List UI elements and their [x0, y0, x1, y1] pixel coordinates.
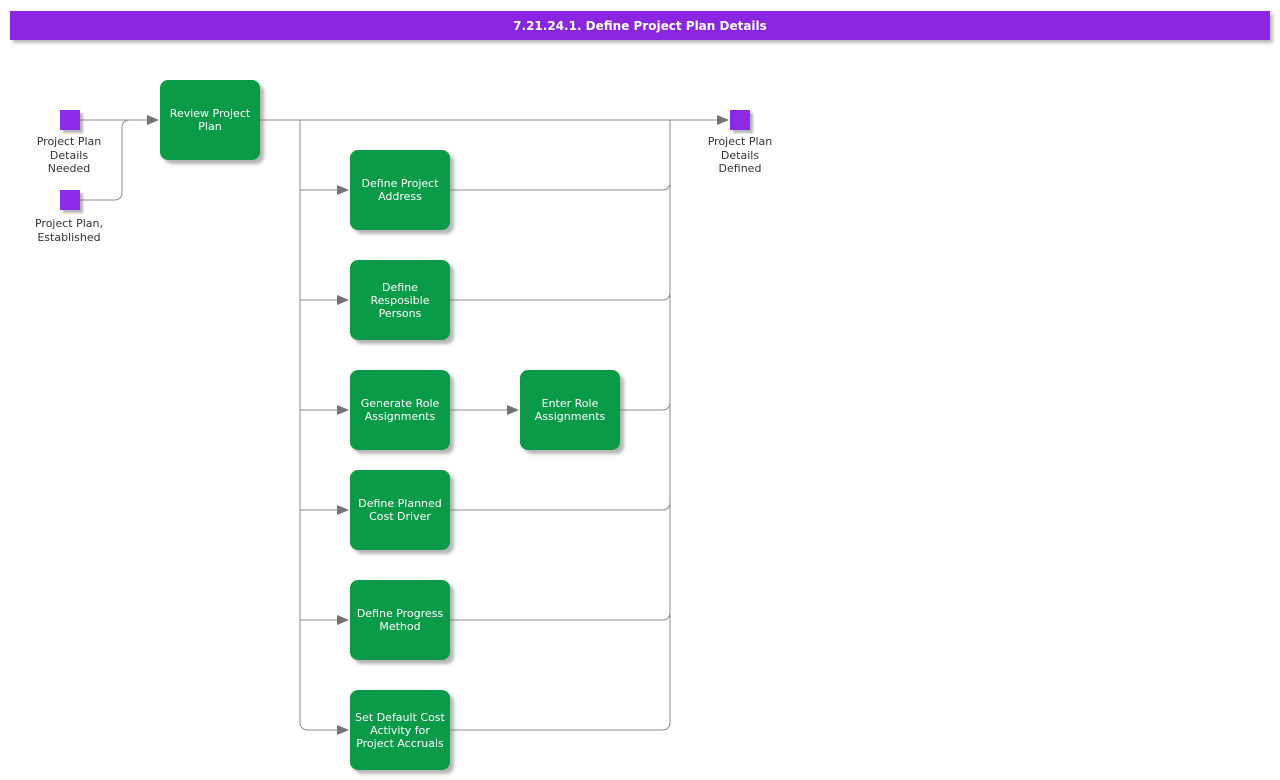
arrowhead-into-persons [337, 295, 349, 305]
left-branch-rail [299, 120, 337, 731]
activity-define-planned-cost-driver[interactable]: Define Planned Cost Driver [350, 470, 450, 550]
activity-generate-role-assignments[interactable]: Generate Role Assignments [350, 370, 450, 450]
event-project-plan-details-needed-label: Project Plan Details Needed [36, 135, 102, 175]
activity-set-default-cost-activity[interactable]: Set Default Cost Activity for Project Ac… [350, 690, 450, 770]
event-project-plan-established-marker [60, 190, 80, 210]
edge-persons-out [450, 291, 671, 301]
edge-setdefault-out [450, 721, 671, 731]
event-project-plan-established-label: Project Plan, Established [34, 217, 104, 244]
activity-define-progress-method[interactable]: Define Progress Method [350, 580, 450, 660]
arrowhead-into-review [147, 115, 159, 125]
edge-address-out [450, 181, 671, 191]
event-project-plan-details-needed-marker [60, 110, 80, 130]
arrowhead-into-progress [337, 615, 349, 625]
arrowhead-into-address [337, 185, 349, 195]
activity-define-project-address[interactable]: Define Project Address [350, 150, 450, 230]
arrowhead-into-planned [337, 505, 349, 515]
page-title: 7.21.24.1. Define Project Plan Details [10, 11, 1270, 40]
arrowhead-into-defined [717, 115, 729, 125]
arrowhead-into-generate [337, 405, 349, 415]
event-project-plan-details-defined-label: Project Plan Details Defined [707, 135, 773, 175]
activity-define-resposible-persons[interactable]: Define Resposible Persons [350, 260, 450, 340]
edge-enter-out [620, 401, 671, 411]
activity-enter-role-assignments[interactable]: Enter Role Assignments [520, 370, 620, 450]
arrowhead-into-setdefault [337, 725, 349, 735]
arrowhead-into-enter [507, 405, 519, 415]
event-project-plan-details-defined-marker [730, 110, 750, 130]
edge-progress-out [450, 611, 671, 621]
edge-planned-out [450, 501, 671, 511]
edge-established-to-review [80, 119, 131, 201]
activity-review-project-plan[interactable]: Review Project Plan [160, 80, 260, 160]
